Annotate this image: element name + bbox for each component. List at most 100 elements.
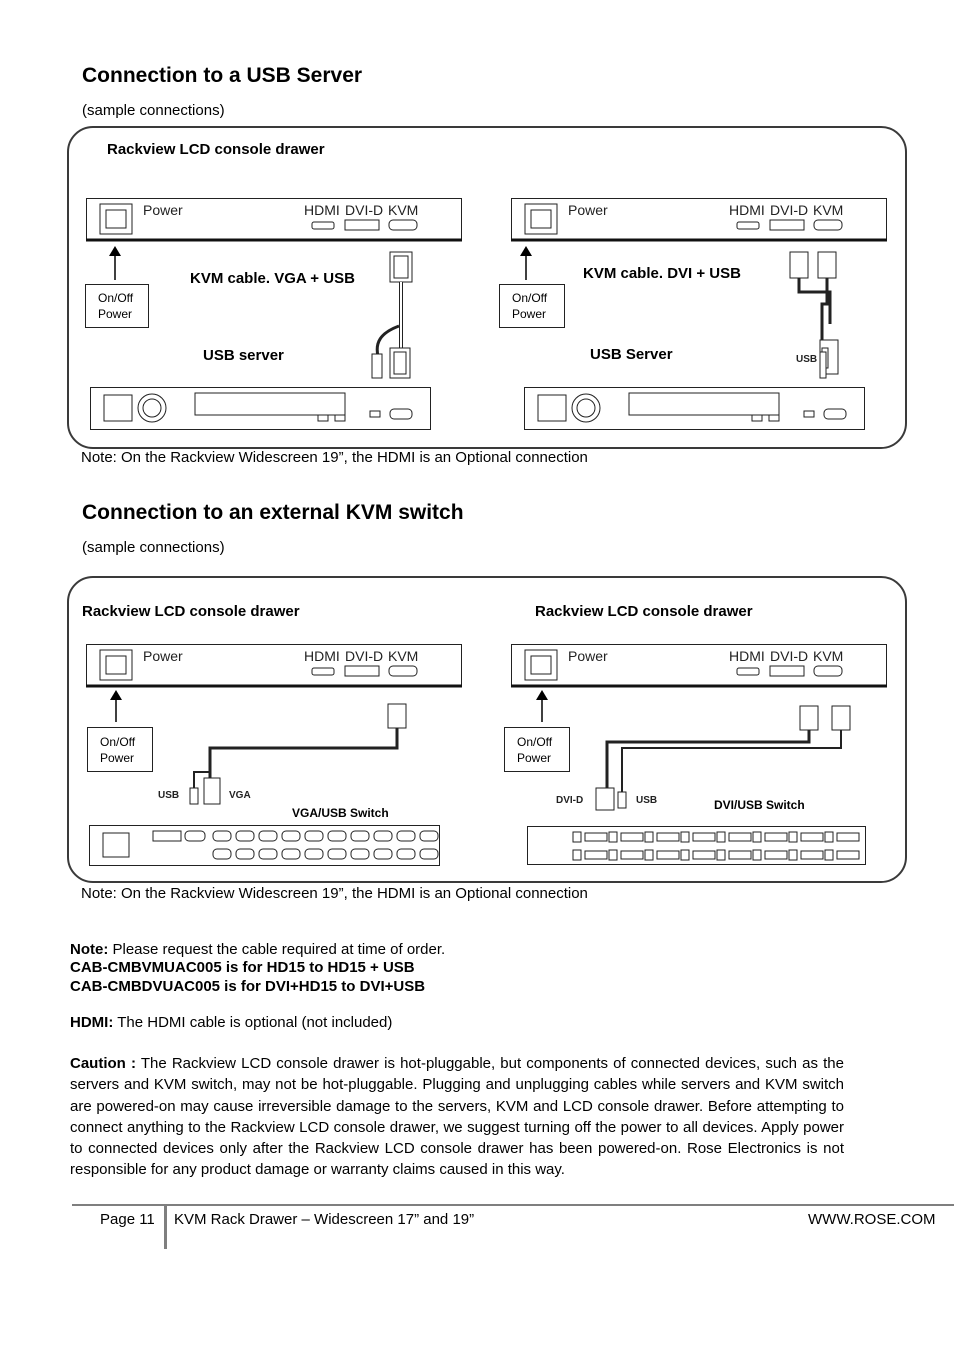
footer-website: WWW.ROSE.COM xyxy=(808,1211,936,1228)
vga-usb-switch-chassis xyxy=(89,825,440,866)
dvid-port-label: DVI-D xyxy=(770,202,808,218)
vga-port-icon xyxy=(350,848,370,860)
server-label: USB Server xyxy=(590,346,673,363)
usb-server-diagram-panel xyxy=(67,126,907,449)
section1-title: Connection to a USB Server xyxy=(82,64,363,87)
usb-port-icon xyxy=(608,849,618,861)
note-label: Note: xyxy=(70,941,109,958)
hdmi-label: HDMI: xyxy=(70,1014,114,1031)
section2-note: Note: On the Rackview Widescreen 19”, th… xyxy=(81,885,588,902)
vga-port-icon xyxy=(327,830,347,842)
usb-port-icon xyxy=(680,831,690,843)
cable-part-1: CAB-CMBVMUAC005 is for HD15 to HD15 + US… xyxy=(70,959,415,976)
usb-port-icon xyxy=(824,849,834,861)
usb-port-icon xyxy=(716,831,726,843)
vga-port-icon xyxy=(235,830,255,842)
vga-tag: VGA xyxy=(229,790,251,801)
dvi-port-icon xyxy=(620,832,644,842)
usb-port-icon xyxy=(788,831,798,843)
onoff-power-box: On/Off Power xyxy=(85,284,149,328)
hdmi-text: The HDMI cable is optional (not included… xyxy=(113,1014,393,1031)
footer-rule xyxy=(72,1204,954,1206)
dvi-port-icon xyxy=(584,832,608,842)
vga-port-icon xyxy=(813,219,843,231)
hdmi-port-label: HDMI xyxy=(304,648,340,664)
switch-label: VGA/USB Switch xyxy=(292,806,389,820)
vga-port-icon xyxy=(212,830,232,842)
hdmi-port-icon xyxy=(311,667,335,676)
vga-port-icon xyxy=(350,830,370,842)
drawer-front-panel: Power HDMI DVI-D KVM xyxy=(86,644,462,688)
onoff-line2: Power xyxy=(512,307,547,321)
hdmi-port-icon xyxy=(736,221,760,230)
vga-port-icon xyxy=(396,830,416,842)
dvi-port-icon xyxy=(344,665,380,677)
arrow-up-icon xyxy=(110,690,122,722)
onoff-line1: On/Off xyxy=(100,735,136,749)
server-label: USB server xyxy=(203,347,284,364)
kvm-port-label: KVM xyxy=(388,202,418,218)
vga-port-icon xyxy=(396,848,416,860)
section2-subtitle: (sample connections) xyxy=(82,539,225,556)
order-note: Note: Please request the cable required … xyxy=(70,941,445,958)
dvid-port-label: DVI-D xyxy=(345,202,383,218)
onoff-power-box: On/Off Power xyxy=(87,727,153,772)
hdmi-note: HDMI: The HDMI cable is optional (not in… xyxy=(70,1014,392,1031)
drawer-front-panel: Power HDMI DVI-D KVM xyxy=(86,198,462,242)
caution-paragraph: Caution : The Rackview LCD console drawe… xyxy=(70,1053,844,1181)
kvm-port-label: KVM xyxy=(813,648,843,664)
onoff-line2: Power xyxy=(100,751,135,765)
drawer-label: Rackview LCD console drawer xyxy=(107,141,325,158)
dvi-port-icon xyxy=(769,665,805,677)
vga-port-icon xyxy=(304,830,324,842)
onoff-line1: On/Off xyxy=(512,291,548,305)
usb-tag: USB xyxy=(158,790,179,801)
vga-usb-cable-icon xyxy=(371,251,413,379)
usb-port-icon xyxy=(752,849,762,861)
dvid-tag: DVI-D xyxy=(556,795,583,806)
vga-port-icon xyxy=(388,665,418,677)
usb-port-icon xyxy=(752,831,762,843)
dvi-port-icon xyxy=(656,832,680,842)
vga-port-icon xyxy=(304,848,324,860)
vga-port-icon xyxy=(258,848,278,860)
drawer-label: Rackview LCD console drawer xyxy=(82,603,300,620)
dvi-port-icon xyxy=(764,850,788,860)
dvi-port-icon xyxy=(769,219,805,231)
dvi-port-icon xyxy=(800,850,824,860)
section1-note: Note: On the Rackview Widescreen 19”, th… xyxy=(81,449,588,466)
usb-tag: USB xyxy=(796,354,817,365)
arrow-up-icon xyxy=(109,246,121,280)
onoff-power-box: On/Off Power xyxy=(504,727,570,772)
dvi-port-icon xyxy=(836,832,860,842)
power-port-label: Power xyxy=(143,202,183,218)
section2-title: Connection to an external KVM switch xyxy=(82,501,464,524)
usb-server-chassis xyxy=(524,387,865,430)
switch-label: DVI/USB Switch xyxy=(714,798,805,812)
arrow-up-icon xyxy=(536,690,548,722)
drawer-front-panel: Power HDMI DVI-D KVM xyxy=(511,644,887,688)
arrow-up-icon xyxy=(520,246,532,280)
vga-port-icon xyxy=(388,219,418,231)
kvm-switch-diagram-panel xyxy=(67,576,907,883)
hdmi-port-label: HDMI xyxy=(729,648,765,664)
drawer-front-panel: Power HDMI DVI-D KVM xyxy=(511,198,887,242)
usb-port-icon xyxy=(716,849,726,861)
vga-port-icon xyxy=(419,830,439,842)
dvi-port-icon xyxy=(656,850,680,860)
section1-subtitle: (sample connections) xyxy=(82,102,225,119)
hdmi-port-label: HDMI xyxy=(304,202,340,218)
vga-port-icon xyxy=(373,830,393,842)
footer-page-number: Page 11 xyxy=(100,1211,155,1228)
dvi-usb-cable-icon: DVI-D USB xyxy=(556,705,851,811)
usb-tag: USB xyxy=(636,795,657,806)
usb-port-icon xyxy=(788,849,798,861)
hdmi-port-label: HDMI xyxy=(729,202,765,218)
vga-port-icon xyxy=(281,830,301,842)
usb-port-icon xyxy=(644,831,654,843)
onoff-line1: On/Off xyxy=(98,291,134,305)
vga-port-icon xyxy=(281,848,301,860)
dvi-port-icon xyxy=(692,850,716,860)
cable-label-vga: KVM cable. VGA + USB xyxy=(190,270,355,287)
power-port-label: Power xyxy=(568,202,608,218)
